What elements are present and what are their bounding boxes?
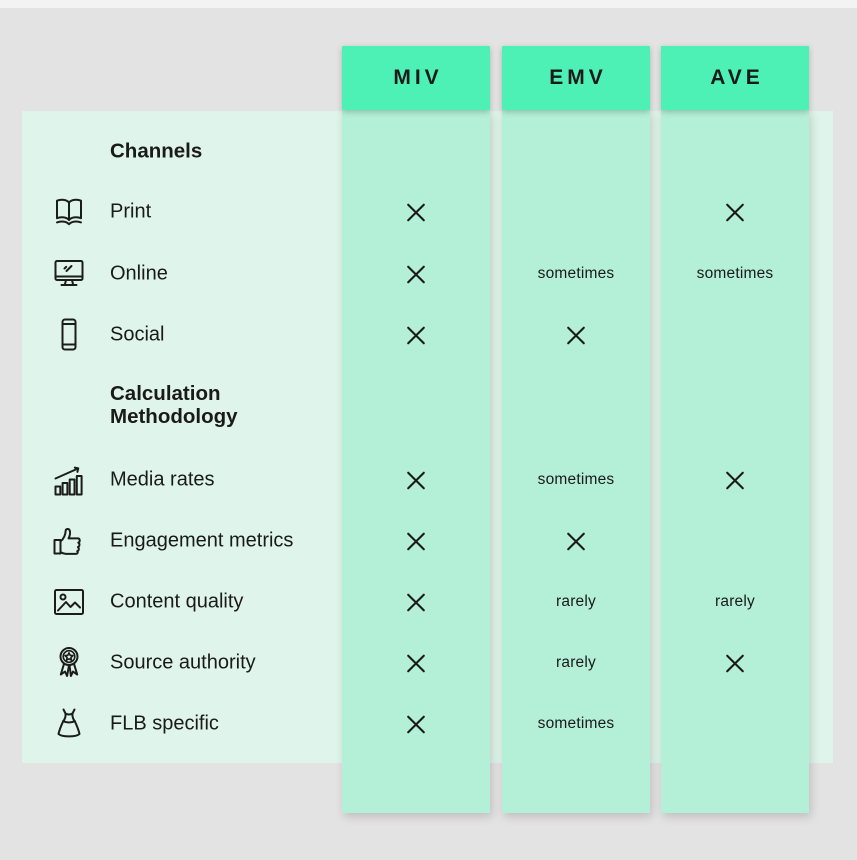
book-icon — [48, 191, 90, 233]
row-label: FLB specific — [110, 712, 219, 735]
cross-mark — [407, 593, 425, 611]
cell-emv — [502, 512, 650, 570]
metric-column-header: EMV — [502, 46, 650, 110]
cell-ave — [661, 512, 809, 570]
row-label: Print — [110, 200, 152, 223]
metric-column-miv: MIV — [342, 46, 490, 813]
cross-mark — [567, 532, 585, 550]
cross-mark — [567, 326, 585, 344]
cross-mark — [407, 326, 425, 344]
bar-chart-icon — [48, 459, 90, 501]
cell-text: sometimes — [537, 265, 615, 282]
metric-column-header: AVE — [661, 46, 809, 110]
thumbs-up-icon — [48, 520, 90, 562]
metric-column-label-miv: MIV — [393, 66, 443, 89]
cell-miv — [342, 573, 490, 631]
cell-ave — [661, 306, 809, 364]
top-strip — [0, 0, 857, 8]
section-heading: Channels — [110, 139, 203, 163]
metric-column-ave: AVE — [661, 46, 809, 813]
cell-text: rarely — [556, 593, 596, 610]
metric-column-emv: EMV — [502, 46, 650, 813]
cell-miv — [342, 245, 490, 303]
cross-mark — [726, 471, 744, 489]
cell-emv: sometimes — [502, 451, 650, 509]
row-label: Online — [110, 262, 168, 285]
dress-icon — [48, 703, 90, 745]
cell-miv — [342, 695, 490, 753]
cell-emv: sometimes — [502, 245, 650, 303]
table-row: Source authority rarely — [0, 634, 857, 692]
table-row: FLB specific sometimes — [0, 695, 857, 753]
cell-ave — [661, 634, 809, 692]
cell-text: rarely — [556, 654, 596, 671]
cell-miv — [342, 183, 490, 241]
metric-column-body — [342, 110, 490, 813]
table-row: Media rates sometimes — [0, 451, 857, 509]
metric-column-header: MIV — [342, 46, 490, 110]
cell-ave: sometimes — [661, 245, 809, 303]
cross-mark — [407, 532, 425, 550]
row-label: Media rates — [110, 468, 215, 491]
cell-miv — [342, 512, 490, 570]
cross-mark — [407, 471, 425, 489]
table-row: Engagement metrics — [0, 512, 857, 570]
cell-ave — [661, 451, 809, 509]
cell-ave — [661, 183, 809, 241]
cell-emv: rarely — [502, 634, 650, 692]
cell-text: sometimes — [696, 265, 774, 282]
section-heading-row: Channels — [0, 122, 857, 180]
cell-miv — [342, 306, 490, 364]
cell-miv — [342, 451, 490, 509]
cross-mark — [726, 654, 744, 672]
cross-mark — [407, 265, 425, 283]
image-icon — [48, 581, 90, 623]
cell-text: rarely — [715, 593, 755, 610]
cell-miv — [342, 634, 490, 692]
section-heading-row: Calculation Methodology — [0, 376, 857, 434]
metric-column-body — [502, 110, 650, 813]
table-row: Content quality rarely rarely — [0, 573, 857, 631]
metric-column-label-emv: EMV — [549, 66, 607, 89]
cell-text: sometimes — [537, 471, 615, 488]
table-row: Online sometimes sometimes — [0, 245, 857, 303]
cell-ave: rarely — [661, 573, 809, 631]
award-icon — [48, 642, 90, 684]
metric-column-body — [661, 110, 809, 813]
cell-emv — [502, 306, 650, 364]
cross-mark — [407, 654, 425, 672]
section-heading: Calculation Methodology — [110, 382, 238, 428]
cell-text: sometimes — [537, 715, 615, 732]
monitor-icon — [48, 253, 90, 295]
cell-emv: sometimes — [502, 695, 650, 753]
cross-mark — [407, 203, 425, 221]
table-row: Print — [0, 183, 857, 241]
row-label: Engagement metrics — [110, 529, 294, 552]
row-label: Source authority — [110, 651, 256, 674]
table-row: Social — [0, 306, 857, 364]
metric-column-label-ave: AVE — [710, 66, 764, 89]
row-label: Social — [110, 323, 165, 346]
cross-mark — [726, 203, 744, 221]
smartphone-icon — [48, 314, 90, 356]
cross-mark — [407, 715, 425, 733]
row-label: Content quality — [110, 590, 244, 613]
cell-ave — [661, 695, 809, 753]
cell-emv: rarely — [502, 573, 650, 631]
cell-emv — [502, 183, 650, 241]
